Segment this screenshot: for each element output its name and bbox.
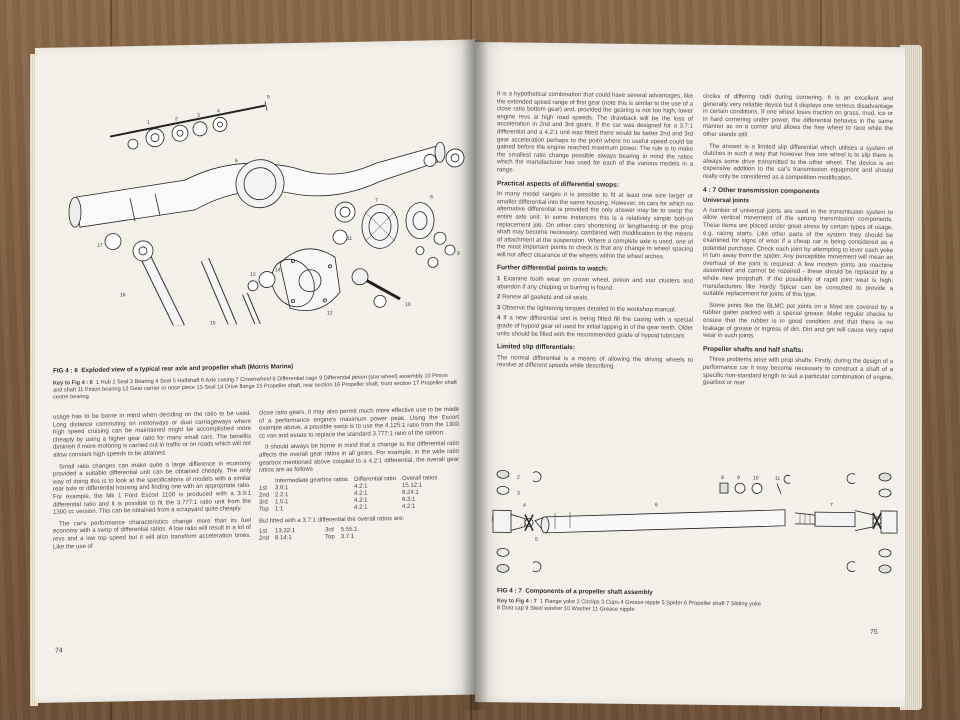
diagram-label: 14 xyxy=(275,267,281,273)
paragraph: A number of universal joints are used in… xyxy=(703,206,893,299)
diagram-label: 4 xyxy=(523,503,526,509)
list-item: 1 Examine tooth wear on crown wheel, pin… xyxy=(497,275,693,293)
section-heading: 4 : 7 Other transmission components xyxy=(703,186,820,195)
right-page: It is a hypothetical combination that co… xyxy=(475,42,905,708)
diagram-label: 4 xyxy=(217,108,220,114)
diagram-label: 9 xyxy=(457,251,460,257)
book-spine-shadow xyxy=(462,40,488,710)
paragraph: The answer is a limited slip differentia… xyxy=(703,142,893,182)
section-heading: Propeller shafts and half shafts: xyxy=(703,345,804,354)
table-cell: 2nd xyxy=(259,535,270,543)
paragraph: The normal differential is a means of al… xyxy=(497,354,693,371)
alternate-ratio-table: 1st 13.32:1 3rd 5.55:1 2nd 8.14:1 Top 3.… xyxy=(259,527,363,543)
diagram-label: 3 xyxy=(197,113,200,119)
diagram-label: 13 xyxy=(250,272,256,278)
diagram-label: 10 xyxy=(753,475,759,481)
diagram-label: 6 xyxy=(655,502,658,508)
figure-title: Exploded view of a typical rear axle and… xyxy=(81,363,294,375)
diagram-label: 7 xyxy=(830,502,833,508)
diagram-label: 2 xyxy=(517,475,520,481)
diagram-label: 6 xyxy=(235,158,238,164)
paragraph: Three problems arise with prop shafts. F… xyxy=(703,356,893,387)
table-cell: Top xyxy=(325,534,335,541)
diagram-label: 5 xyxy=(267,94,270,100)
propeller-shaft-diagram: 1 2 3 4 5 6 7 8 9 10 11 xyxy=(491,469,898,574)
overall-ratio-table: Intermediate gearbox ratios Differential… xyxy=(259,475,443,514)
section-heading: Limited slip differentials: xyxy=(497,343,576,352)
list-number: 4 xyxy=(497,314,501,322)
left-page-column-2: close ratio gears, it may also permit mu… xyxy=(259,406,459,543)
right-page-column-2: circles of differing radii during corner… xyxy=(703,93,893,393)
left-page-column-1: usage has to be borne in mind when decid… xyxy=(53,410,251,555)
paragraph: It should always be borne in mind that a… xyxy=(259,440,459,474)
diagram-label: 8 xyxy=(430,194,433,200)
list-text: Examine tooth wear on crown wheel, pinio… xyxy=(497,275,693,292)
list-text: Renew all gaskets and oil seals. xyxy=(502,293,589,302)
paragraph: The car's performance characteristics ch… xyxy=(53,516,251,551)
figure-label: FIG 4 : 6 xyxy=(53,367,78,375)
diagram-label: 8 xyxy=(721,475,724,481)
table-header: Differential ratio xyxy=(354,475,396,483)
table-cell: Top xyxy=(259,506,269,513)
table-cell: 4.2:1 xyxy=(354,504,368,511)
list-number: 1 xyxy=(497,275,501,283)
figure-label: FIG 4 : 7 xyxy=(497,587,522,595)
section-heading: Further differential points to watch: xyxy=(497,264,608,274)
section-heading: Practical aspects of differential swops: xyxy=(497,179,620,189)
page-number: 75 xyxy=(870,628,878,636)
open-book: 1 2 3 4 5 6 7 8 9 10 11 12 13 14 15 16 1… xyxy=(30,30,922,715)
list-item: 2 Renew all gaskets and oil seals. xyxy=(497,294,693,304)
figure-key: Key to Fig 4 : 6 1 Hub 2 Seal 3 Bearing … xyxy=(53,373,458,401)
diagram-label: 2 xyxy=(175,116,178,122)
diagram-label: 1 xyxy=(491,516,494,522)
diagram-label: 16 xyxy=(120,292,126,298)
key-label: Key to Fig 4 : 7 xyxy=(497,598,537,605)
diagram-label: 7 xyxy=(375,197,378,203)
paragraph: close ratio gears, it may also permit mu… xyxy=(259,405,459,440)
table-row: 2nd 8.14:1 Top 3.7:1 xyxy=(259,534,363,543)
list-number: 2 xyxy=(497,293,501,301)
sub-heading: Universal joints xyxy=(703,196,750,205)
paragraph: circles of differing radii during corner… xyxy=(703,92,893,139)
page-number: 74 xyxy=(55,647,63,655)
diagram-label: 12 xyxy=(327,310,333,316)
list-text: If a new differential unit is being fitt… xyxy=(497,314,693,340)
key-text: 8 Dust cap 9 Steel washer 10 Washer 11 G… xyxy=(497,605,635,613)
diagram-label: 10 xyxy=(405,302,411,308)
diagram-label: 15 xyxy=(210,321,216,327)
diagram-label: 3 xyxy=(517,491,520,497)
list-item: 4 If a new differential unit is being fi… xyxy=(497,315,693,340)
table-cell: 4.2:1 xyxy=(401,503,416,510)
diagram-label: 5 xyxy=(535,537,538,543)
paragraph: In many model ranges it is possible to f… xyxy=(497,190,693,261)
figure-key: Key to Fig 4 : 7 1 Flange yoke 2 Circlip… xyxy=(497,598,892,617)
key-label: Key to Fig 4 : 6 xyxy=(53,379,93,387)
list-number: 3 xyxy=(497,304,501,312)
list-item: 3 Observe the tightening torques detaile… xyxy=(497,304,693,314)
page-edges-left xyxy=(30,54,38,706)
figure-title: Components of a propeller shaft assembly xyxy=(525,587,653,597)
diagram-label: 11 xyxy=(347,236,352,242)
paragraph: Some joints like the BLMC pot joints on … xyxy=(703,301,893,340)
table-header: Overall ratios xyxy=(401,475,438,482)
diagram-label: 17 xyxy=(97,243,103,249)
diagram-label: 1 xyxy=(147,120,150,126)
left-page: 1 2 3 4 5 6 7 8 9 10 11 12 13 14 15 16 1… xyxy=(35,39,475,703)
rear-axle-exploded-diagram: 1 2 3 4 5 6 7 8 9 10 11 12 13 14 15 16 1… xyxy=(68,94,465,328)
key-text: 1 Hub 2 Seal 3 Bearing 4 Seal 5 Halfshaf… xyxy=(53,373,457,401)
paragraph: usage has to be borne in mind when decid… xyxy=(53,409,251,459)
page-edges-right xyxy=(900,45,922,710)
diagram-label: 11 xyxy=(775,476,780,482)
list-text: Observe the tightening torques detailed … xyxy=(502,304,677,314)
paragraph: But fitted with a 3.7:1 differential the… xyxy=(259,514,405,525)
table-cell: 3.7:1 xyxy=(340,534,355,541)
table-cell: 8.14:1 xyxy=(275,535,292,542)
diagram-label: 9 xyxy=(737,475,740,481)
right-page-column-1: It is a hypothetical combination that co… xyxy=(497,90,693,375)
paragraph: Small ratio changes can make quite a lar… xyxy=(53,459,251,516)
paragraph: It is a hypothetical combination that co… xyxy=(497,90,693,174)
